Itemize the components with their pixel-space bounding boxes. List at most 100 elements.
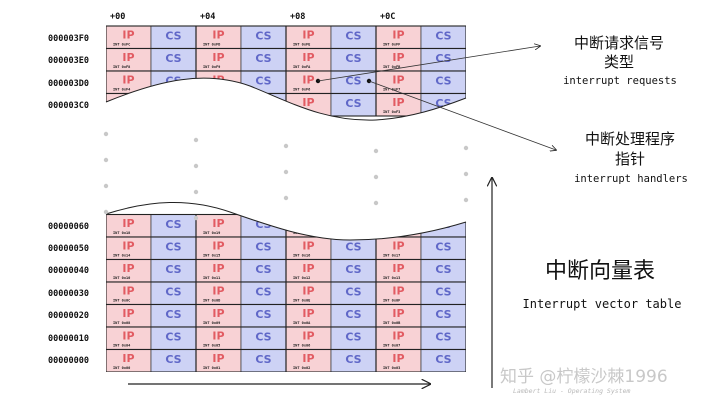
int-number-label: INT 0x16 [293,254,310,258]
ip-label: IP [392,307,404,320]
ellipsis-dot [193,215,199,221]
label-handlers-cn-1: 中断处理程序 [585,130,675,148]
int-number-label: INT 0xF4 [113,88,130,92]
cs-label: CS [435,286,451,299]
cs-label: CS [345,263,361,276]
cs-label: CS [345,97,361,110]
cs-label: CS [435,308,451,321]
ip-label: IP [122,330,134,343]
cs-label: CS [255,241,271,254]
cs-label: CS [165,52,181,65]
int-number-label: INT 0x0B [383,321,401,325]
ip-label: IP [122,74,134,87]
cs-label: CS [435,353,451,366]
int-number-label: INT 0x0D [203,299,220,303]
watermark-main: 知乎 @柠檬沙棘1996 [500,367,668,387]
int-number-label: INT 0xF5 [203,88,220,92]
cs-label: CS [345,218,361,231]
ellipsis-dot [283,143,289,149]
ip-label: IP [122,285,134,298]
ip-label: IP [122,240,134,253]
ip-label: IP [122,96,134,109]
label-requests-en: interrupt requests [563,75,677,87]
int-number-label: INT 0x0C [113,299,130,303]
ip-label: IP [302,352,314,365]
cs-label: CS [255,52,271,65]
address-label: 00000050 [48,244,89,254]
ip-label: IP [122,51,134,64]
ip-label: IP [212,217,224,230]
ellipsis-dot [103,183,109,189]
int-number-label: INT 0xF0 [113,110,130,114]
int-number-label: INT 0x01 [203,366,220,370]
ip-label: IP [392,240,404,253]
ip-label: IP [302,262,314,275]
int-number-label: INT 0x13 [383,276,400,280]
ip-label: IP [302,29,314,42]
cs-label: CS [165,218,181,231]
int-number-label: INT 0xFC [113,43,130,47]
ip-label: IP [212,29,224,42]
cs-label: CS [435,263,451,276]
int-number-label: INT 0x02 [293,366,310,370]
ip-label: IP [392,29,404,42]
int-number-label: INT 0x15 [203,254,220,258]
ip-label: IP [302,240,314,253]
cs-label: CS [345,75,361,88]
ip-label: IP [392,96,404,109]
ellipsis-dot [283,195,289,201]
cs-label: CS [345,30,361,43]
ip-label: IP [392,262,404,275]
cs-label: CS [255,30,271,43]
int-number-label: INT 0x0A [293,321,311,325]
int-number-label: INT 0x03 [383,366,400,370]
ip-label: IP [302,330,314,343]
ip-label: IP [302,74,314,87]
ip-label: IP [392,352,404,365]
address-labels: 000003F0000003E0000003D0000003C000000060… [48,34,89,366]
label-handlers-cn-2: 指针 [615,150,645,168]
int-number-label: INT 0xFA [293,65,311,69]
bottom-break-line [105,202,467,241]
column-header: +04 [200,12,215,22]
address-label: 00000010 [48,334,89,344]
watermark-sub: Lambert Liu - Operating System [513,387,630,395]
int-number-label: INT 0x1B [383,231,401,235]
ellipsis-dot [463,197,469,203]
int-number-label: INT 0x06 [293,344,310,348]
cs-label: CS [165,331,181,344]
cs-cell [330,214,377,238]
ip-label: IP [302,285,314,298]
diagram-title-cn: 中断向量表 [545,259,655,284]
ip-label: IP [122,217,134,230]
int-number-label: INT 0xFE [293,43,310,47]
ip-label: IP [212,352,224,365]
cs-label: CS [255,331,271,344]
column-header: +08 [290,12,305,22]
cs-cell [240,93,287,117]
column-header: +00 [110,12,125,22]
int-number-label: INT 0x14 [113,254,130,258]
ip-cell [106,93,152,117]
pointer-line-handlers [368,80,556,150]
cs-label: CS [165,241,181,254]
int-number-label: INT 0xF9 [203,65,220,69]
address-label: 000003E0 [48,56,89,66]
ip-label: IP [212,307,224,320]
int-number-label: INT 0x0E [293,299,310,303]
ellipsis-dot [103,131,109,137]
ellipsis-dot [463,145,469,151]
ip-label: IP [212,96,224,109]
ip-label: IP [392,51,404,64]
ip-label: IP [212,74,224,87]
address-label: 00000030 [48,289,89,299]
int-number-label: INT 0x17 [383,254,400,258]
ellipsis-dot [283,169,289,175]
address-label: 000003C0 [48,101,89,111]
